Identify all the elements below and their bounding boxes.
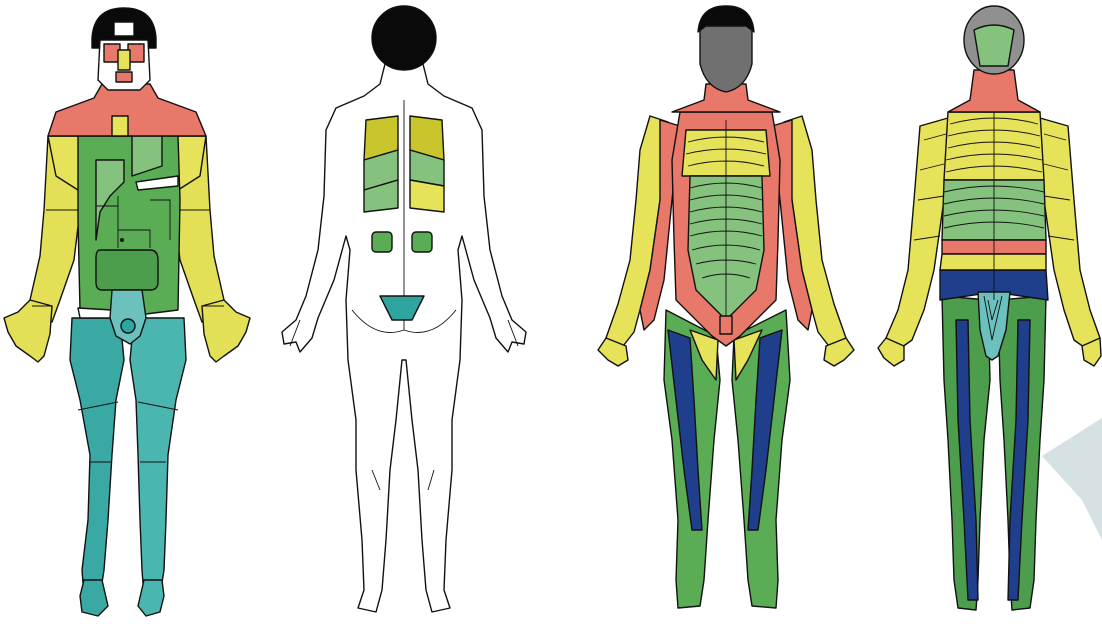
neck-yellow-patch [112,116,128,136]
left-foot [80,580,108,616]
stomach-region [96,250,158,290]
right-kidney-region [412,232,432,252]
left-leg-region [70,318,124,596]
posterior-torso-yellow-low [940,254,1046,270]
figure-1-anterior-organ-map [4,8,250,616]
posterior-head-green [974,25,1014,66]
left-hand [4,300,52,362]
right-hand [202,300,250,362]
posterior-left-arm-yellow [886,118,948,350]
anterior-genital-marker [720,316,732,334]
left-kidney-region [372,232,392,252]
nose-region [118,50,130,70]
figure-2-posterior-organ-map [282,6,526,612]
genital-region [121,319,135,333]
posterior-neck-salmon [948,70,1040,112]
pelvis-teal-region [110,290,146,344]
right-lower-lung-region [410,180,444,212]
right-foot [138,580,164,616]
figure-3-anterior-dermatome-map [598,6,854,608]
forehead-white [114,22,134,36]
lower-abdomen-white [78,308,112,318]
navel-dot [120,238,124,242]
mouth-region [116,72,132,82]
right-leg-region [130,318,186,596]
callout-bubble-tail [1042,418,1102,540]
figure-4-posterior-dermatome-map [878,6,1101,610]
head-hair-back [372,6,436,70]
posterior-right-arm-yellow [1040,118,1100,350]
